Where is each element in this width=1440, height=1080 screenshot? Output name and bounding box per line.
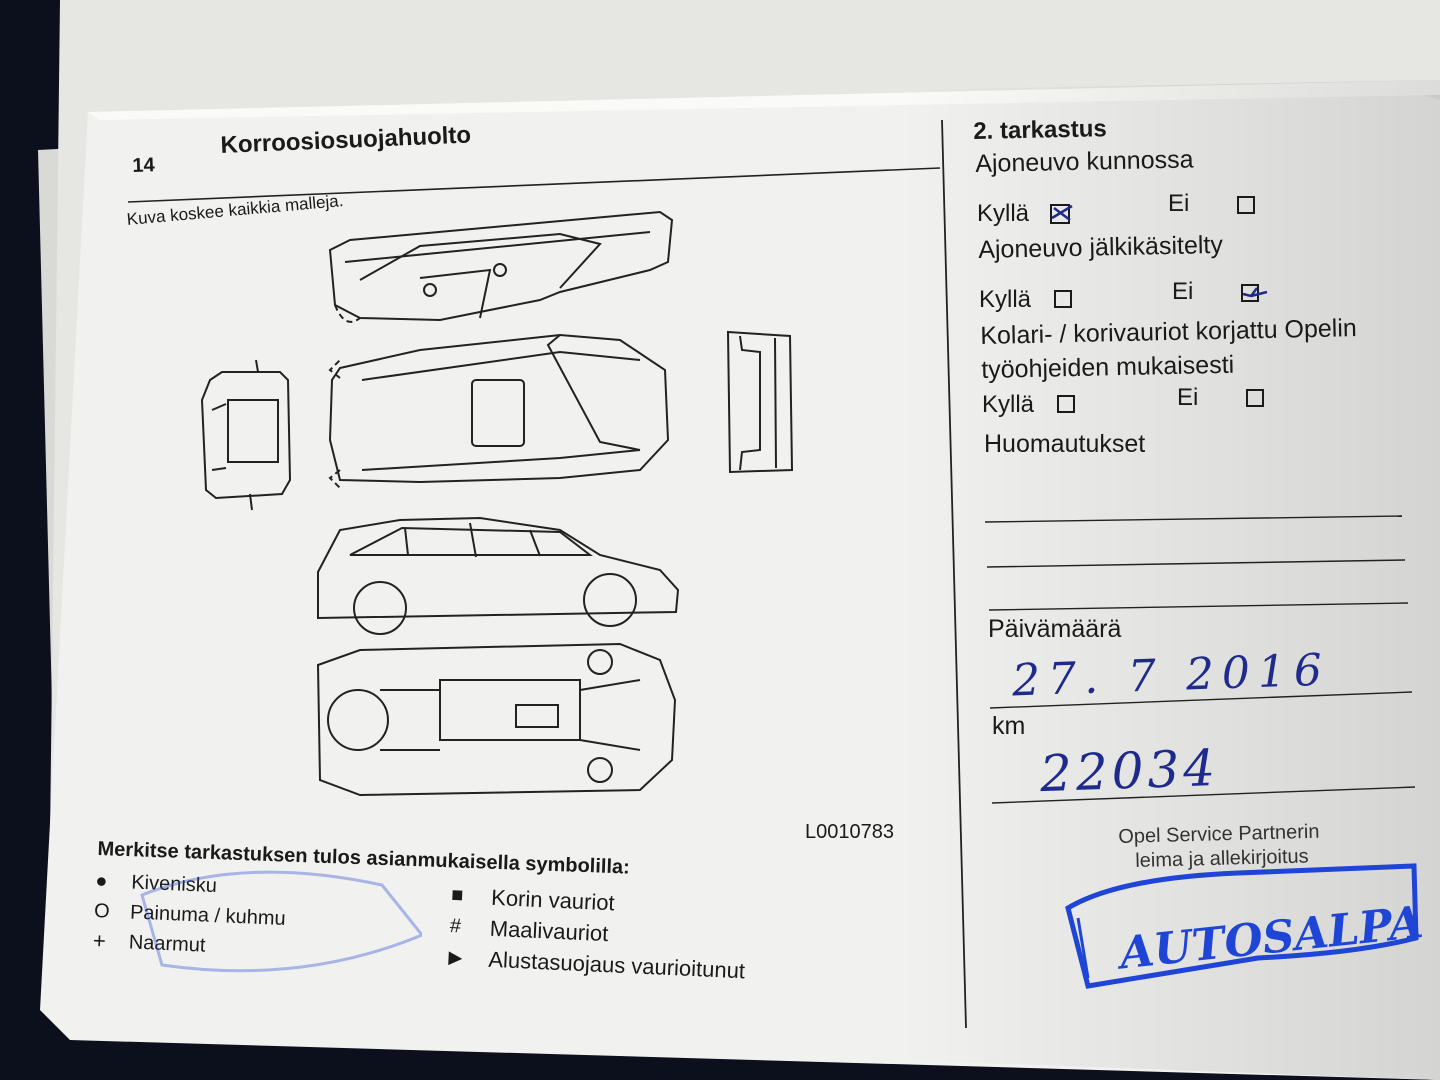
inspection-heading: 2. tarkastus <box>973 115 1107 145</box>
legend-symbol: # <box>449 914 462 938</box>
legend-label: Korin vauriot <box>490 884 616 915</box>
q3-yes-checkbox[interactable] <box>1057 395 1075 413</box>
car-underbody-view <box>316 642 677 797</box>
km-label: km <box>992 712 1026 740</box>
q1-yes-checkbox[interactable] <box>1050 204 1073 224</box>
q2-no-checkbox[interactable] <box>1241 284 1268 302</box>
car-top-view <box>328 210 674 323</box>
q3-no-checkbox[interactable] <box>1246 389 1264 407</box>
car-front-view <box>726 330 794 474</box>
q2-yes-label: Kyllä <box>979 286 1032 313</box>
legend-symbol: ▶ <box>448 946 463 968</box>
question-aftertreated: Ajoneuvo jälkikäsitelty <box>978 230 1224 264</box>
car-side-view <box>317 516 680 635</box>
car-perspective-view <box>328 333 670 489</box>
checkmark-icon <box>1051 204 1073 221</box>
q1-no-checkbox[interactable] <box>1237 196 1255 214</box>
figure-code: L0010783 <box>805 821 894 843</box>
legend-right: ■ Korin vauriot # Maalivauriot ▶ Alustas… <box>448 880 749 986</box>
q3-yes-label: Kyllä <box>982 391 1035 418</box>
km-handwritten: 22034 <box>1039 738 1221 804</box>
q3-no-label: Ei <box>1177 384 1199 411</box>
q1-yes-label: Kyllä <box>977 200 1030 227</box>
q2-no-label: Ei <box>1172 278 1194 305</box>
checkmark-icon <box>1242 287 1268 298</box>
legend-label: Maalivauriot <box>489 915 609 946</box>
car-rear-view <box>200 359 292 511</box>
autosalpa-stamp: AUTOSALPA <box>1065 863 1425 989</box>
q2-yes-checkbox[interactable] <box>1054 290 1072 308</box>
faded-stamp-bleed <box>140 870 422 973</box>
question-collision-repaired-2: työohjeiden mukaisesti <box>981 350 1235 384</box>
question-vehicle-ok: Ajoneuvo kunnossa <box>975 145 1194 178</box>
remarks-label: Huomautukset <box>984 430 1146 458</box>
q1-no-label: Ei <box>1168 190 1190 217</box>
stamp-text: AUTOSALPA <box>1113 897 1425 980</box>
legend-symbol: ■ <box>450 883 464 907</box>
date-label: Päivämäärä <box>988 615 1122 643</box>
